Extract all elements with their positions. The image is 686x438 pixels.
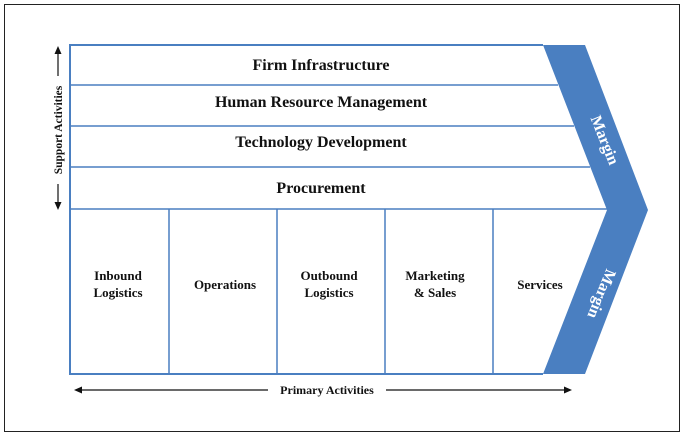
primary-activity-label: Outbound bbox=[300, 268, 358, 283]
primary-activity-label: Inbound bbox=[94, 268, 142, 283]
primary-activity-label: Marketing bbox=[405, 268, 465, 283]
support-activity-label: Technology Development bbox=[235, 134, 407, 151]
primary-activity-label: Logistics bbox=[304, 285, 353, 300]
support-activity-label: Firm Infrastructure bbox=[253, 57, 390, 74]
primary-activity-label: Logistics bbox=[93, 285, 142, 300]
support-axis-label-bg bbox=[50, 76, 66, 184]
primary-activity-label: & Sales bbox=[414, 285, 456, 300]
primary-axis-label: Primary Activities bbox=[280, 383, 374, 397]
primary-axis-arrow-right bbox=[564, 386, 572, 394]
support-axis-arrow-up bbox=[54, 46, 62, 54]
primary-axis-label-bg bbox=[268, 382, 386, 398]
support-activity-label: Human Resource Management bbox=[215, 94, 428, 111]
primary-activity-label: Services bbox=[517, 277, 562, 292]
margin-chevron bbox=[543, 45, 648, 374]
primary-activity-label: Operations bbox=[194, 277, 256, 292]
primary-axis-arrow-left bbox=[74, 386, 82, 394]
support-axis-label: Support Activities bbox=[53, 85, 65, 174]
support-axis-arrow-down bbox=[54, 202, 62, 210]
support-activity-label: Procurement bbox=[276, 180, 366, 197]
